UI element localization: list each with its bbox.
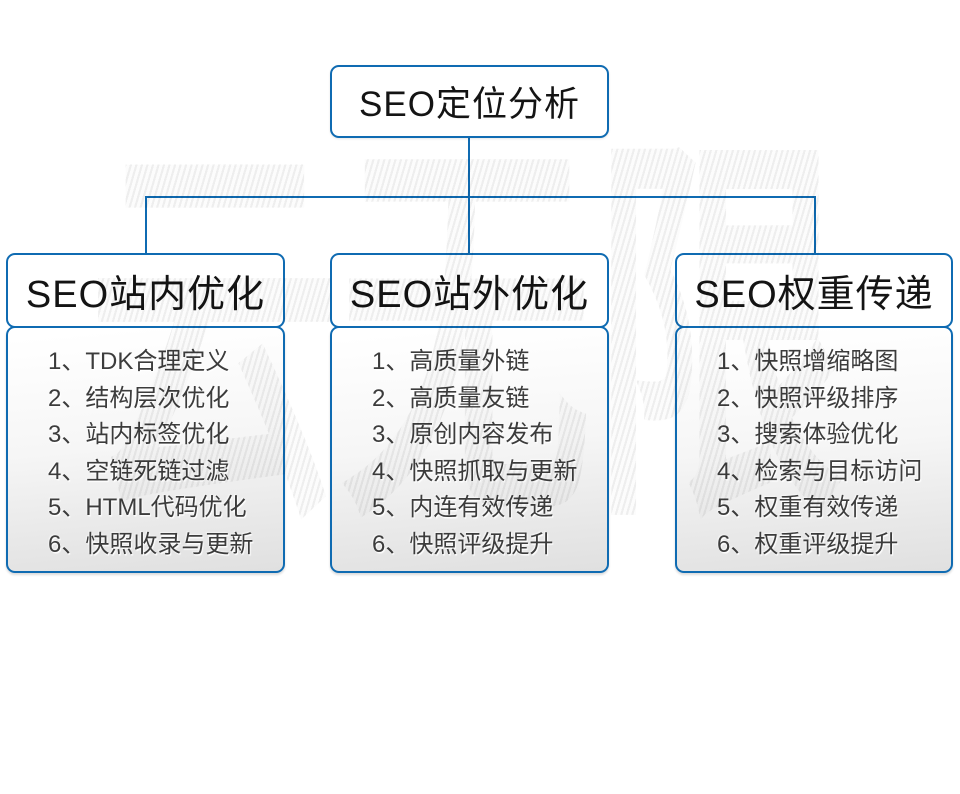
column-offsite-optimization: SEO站外优化 1、高质量外链 2、高质量友链 3、原创内容发布 4、快照抓取与… [330,253,609,573]
list-item: 4、快照抓取与更新 [372,457,578,485]
column-list-weight: 1、快照增缩略图 2、快照评级排序 3、搜索体验优化 4、检索与目标访问 5、权… [675,326,953,573]
connector-horizontal [145,196,816,198]
list-item: 6、快照评级提升 [372,530,554,558]
root-node-title: SEO定位分析 [359,85,580,124]
column-list-onsite: 1、TDK合理定义 2、结构层次优化 3、站内标签优化 4、空链死链过滤 5、H… [6,326,285,573]
list-item: 1、快照增缩略图 [717,348,899,375]
connector-root-drop [468,137,470,197]
list-item: 1、高质量外链 [372,348,530,375]
list-item: 1、TDK合理定义 [48,348,230,375]
connector-drop-mid [468,196,470,254]
list-item: 4、空链死链过滤 [48,457,230,485]
list-item: 2、结构层次优化 [48,384,230,412]
list-item: 6、快照收录与更新 [48,530,254,558]
list-item: 3、搜索体验优化 [717,421,899,448]
column-weight-transfer: SEO权重传递 1、快照增缩略图 2、快照评级排序 3、搜索体验优化 4、检索与… [675,253,953,573]
connector-drop-left [145,196,147,254]
root-node-seo-positioning: SEO定位分析 [330,65,609,138]
list-item: 3、原创内容发布 [372,421,554,448]
list-item: 4、检索与目标访问 [717,457,923,485]
column-header-onsite: SEO站内优化 [6,253,285,328]
list-item: 6、权重评级提升 [717,530,899,558]
list-item: 5、权重有效传递 [717,494,899,521]
item-list: 1、快照增缩略图 2、快照评级排序 3、搜索体验优化 4、检索与目标访问 5、权… [717,344,941,563]
column-list-offsite: 1、高质量外链 2、高质量友链 3、原创内容发布 4、快照抓取与更新 5、内连有… [330,326,609,573]
list-item: 5、HTML代码优化 [48,494,247,521]
column-header-weight: SEO权重传递 [675,253,953,328]
list-item: 2、快照评级排序 [717,384,899,412]
list-item: 5、内连有效传递 [372,494,554,521]
column-header-offsite: SEO站外优化 [330,253,609,328]
column-onsite-optimization: SEO站内优化 1、TDK合理定义 2、结构层次优化 3、站内标签优化 4、空链… [6,253,285,573]
column-header-label: SEO权重传递 [694,274,934,316]
item-list: 1、TDK合理定义 2、结构层次优化 3、站内标签优化 4、空链死链过滤 5、H… [48,344,273,563]
column-header-label: SEO站外优化 [349,274,590,316]
list-item: 3、站内标签优化 [48,421,230,448]
connector-drop-right [814,196,816,254]
seo-diagram: SEO定位分析 SEO站内优化 1、TDK合理定义 2、结构层次优化 3、站内标… [6,65,953,573]
column-header-label: SEO站内优化 [25,274,266,316]
item-list: 1、高质量外链 2、高质量友链 3、原创内容发布 4、快照抓取与更新 5、内连有… [372,344,597,563]
list-item: 2、高质量友链 [372,384,530,412]
